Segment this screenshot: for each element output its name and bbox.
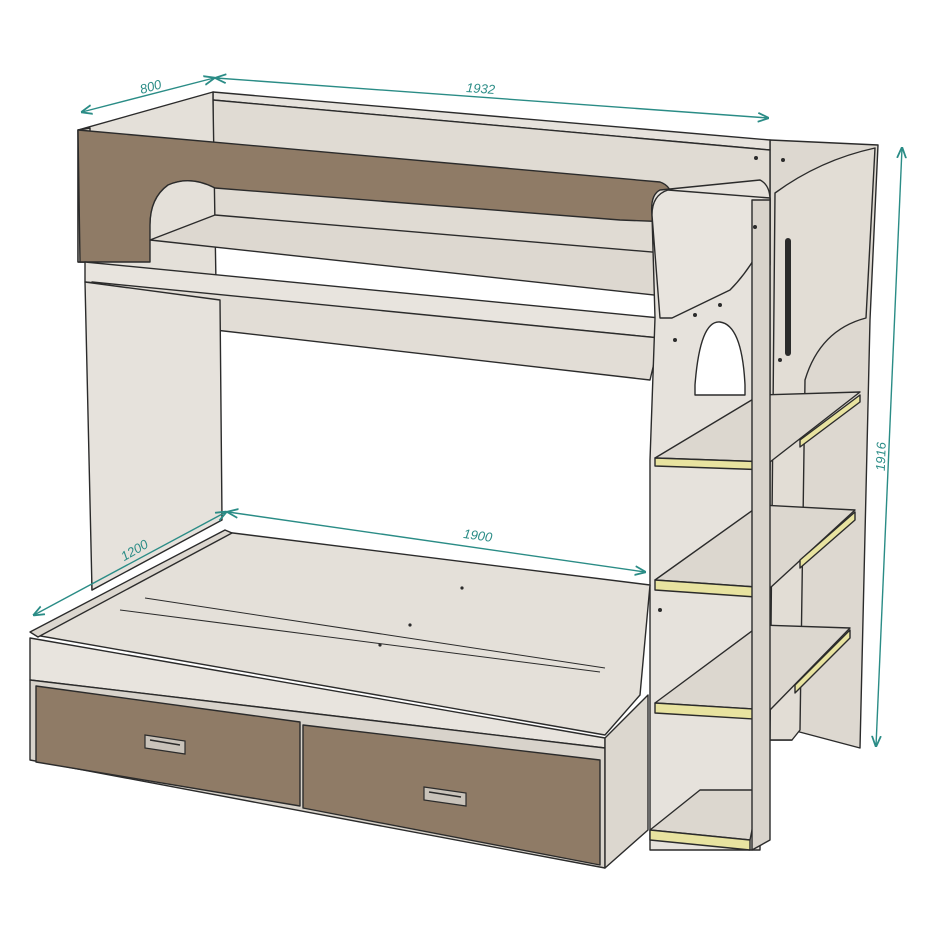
- dim-label-height: 1916: [873, 441, 889, 471]
- shelf-step-1-side-edge: [799, 394, 861, 448]
- dim-line-top-depth: [82, 78, 214, 112]
- ladder-divider-panel: [751, 199, 771, 851]
- dim-label-top-length: 1932: [466, 80, 497, 97]
- shelf-step-2-side-edge: [799, 511, 856, 569]
- shelf-step-3-side-edge: [794, 629, 851, 694]
- dim-line-bottom-width: [34, 512, 226, 615]
- drawer-handle-left[interactable]: [144, 734, 186, 755]
- lower-bed-end-panel: [604, 694, 649, 869]
- drawer-handle-icon: [423, 786, 467, 807]
- guard-rail-arch: [149, 180, 216, 262]
- drawer-handle-grip: [428, 791, 462, 798]
- right-end-panel-face: [769, 147, 876, 741]
- drawer-handle-icon: [144, 734, 186, 755]
- dimension-lines: [34, 78, 902, 746]
- dim-line-bottom-length: [228, 512, 645, 572]
- side-grab-handle-icon: [785, 238, 791, 356]
- dim-line-top-length: [216, 78, 768, 118]
- hardware-dots: [378, 156, 785, 647]
- shelf-step-bottom-edge: [649, 829, 751, 851]
- drawer-handle-right[interactable]: [423, 786, 467, 807]
- dim-line-height: [876, 148, 902, 746]
- dim-label-bottom-length: 1900: [462, 526, 493, 545]
- dim-label-top-depth: 800: [138, 76, 164, 97]
- drawer-handle-grip: [149, 739, 181, 746]
- lower-bed-slat-2: [119, 609, 601, 673]
- ladder-arch-opening: [694, 321, 746, 396]
